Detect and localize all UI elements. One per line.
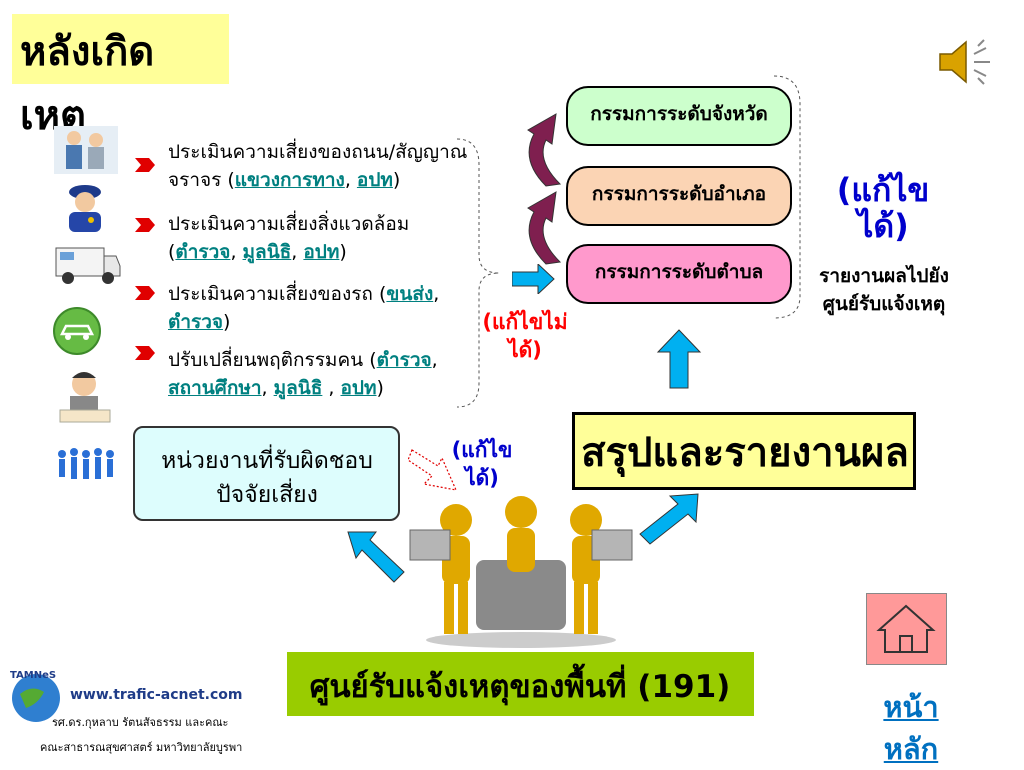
faculty-line: คณะสาธารณสุขศาสตร์ มหาวิทยาลัยบูรพา [40, 741, 243, 754]
agency-link[interactable]: มูลนิธิ [242, 241, 292, 263]
tamnes-logo: TAMNeS [10, 670, 60, 722]
logo-text: TAMNeS [10, 670, 56, 681]
arrow-to-summary-icon [639, 493, 699, 545]
website-url[interactable]: www.trafic-acnet.com [70, 687, 243, 703]
list-brace [456, 138, 500, 408]
arrow-right-icon [512, 264, 555, 294]
curved-arrow-icon [527, 191, 562, 265]
solvable-label: (แก้ไขได้) [836, 171, 930, 245]
title-box [12, 14, 229, 84]
agency-link[interactable]: แขวงการทาง [234, 169, 345, 191]
solvable-center-label: (แก้ไขได้) [451, 438, 513, 490]
risk-item: ปรับเปลี่ยนพฤติกรรมคน (ตำรวจ, สถานศึกษา,… [168, 349, 438, 399]
center-name-label: ศูนย์รับแจ้งเหตุของพื้นที่ (191) [309, 669, 731, 705]
road-inspection-image [54, 126, 118, 174]
agency-link[interactable]: อปท [340, 377, 377, 399]
committee-subdistrict: กรรมการระดับตำบล [566, 244, 792, 304]
curved-arrow-icon [527, 113, 562, 187]
bullet-arrow-icon [135, 218, 155, 232]
agency-link[interactable]: มูลนิธิ [273, 377, 323, 399]
crowd-icon [58, 448, 114, 479]
risk-item: ประเมินความเสี่ยงสิ่งแวดล้อม (ตำรวจ, มูล… [168, 213, 410, 263]
agency-link[interactable]: ตำรวจ [168, 311, 224, 333]
agency-link[interactable]: อปท [356, 169, 393, 191]
speaker-icon[interactable] [934, 36, 998, 88]
author-line: รศ.ดร.กุหลาบ รัตนสัจธรรม และคณะ [52, 716, 229, 729]
committee-district: กรรมการระดับอำเภอ [566, 166, 792, 226]
responsible-unit-label: หน่วยงานที่รับผิดชอบปัจจัยเสี่ยง [161, 448, 373, 508]
police-image [69, 185, 101, 232]
committee-province: กรรมการระดับจังหวัด [566, 86, 792, 146]
main-page-link[interactable]: หน้าหลัก [883, 690, 939, 766]
agency-link[interactable]: สถานศึกษา [168, 377, 262, 399]
agency-link[interactable]: ตำรวจ [175, 241, 231, 263]
center-box [287, 652, 754, 716]
arrow-up-icon [656, 329, 702, 389]
responsible-unit-box [133, 426, 400, 521]
home-icon [876, 604, 936, 653]
committee-brace [773, 75, 801, 319]
team-figures-image [409, 496, 633, 648]
agency-link[interactable]: อปท [303, 241, 340, 263]
bullet-arrow-icon [135, 158, 155, 172]
agency-link[interactable]: ขนส่ง [386, 283, 434, 305]
report-to-center-label: รายงานผลไปยังศูนย์รับแจ้งเหตุ [819, 265, 949, 315]
person-reading-image [59, 372, 111, 423]
unsolvable-label: (แก้ไขไม่ได้) [482, 310, 568, 362]
agency-link[interactable]: ตำรวจ [376, 349, 432, 371]
risk-item: ประเมินความเสี่ยงของรถ (ขนส่ง, ตำรวจ) [168, 283, 440, 333]
summary-label: สรุปและรายงานผล [581, 430, 909, 476]
home-button[interactable] [866, 593, 947, 665]
arrow-to-unit-icon [347, 531, 405, 583]
dotted-arrow-icon [408, 449, 458, 491]
bullet-arrow-icon [135, 346, 155, 360]
ambulance-image [55, 247, 121, 284]
summary-box [572, 412, 916, 490]
car-safety-icon [53, 307, 101, 355]
risk-item: ประเมินความเสี่ยงของถนน/สัญญาณจราจร (แขว… [168, 141, 468, 191]
bullet-arrow-icon [135, 286, 155, 300]
